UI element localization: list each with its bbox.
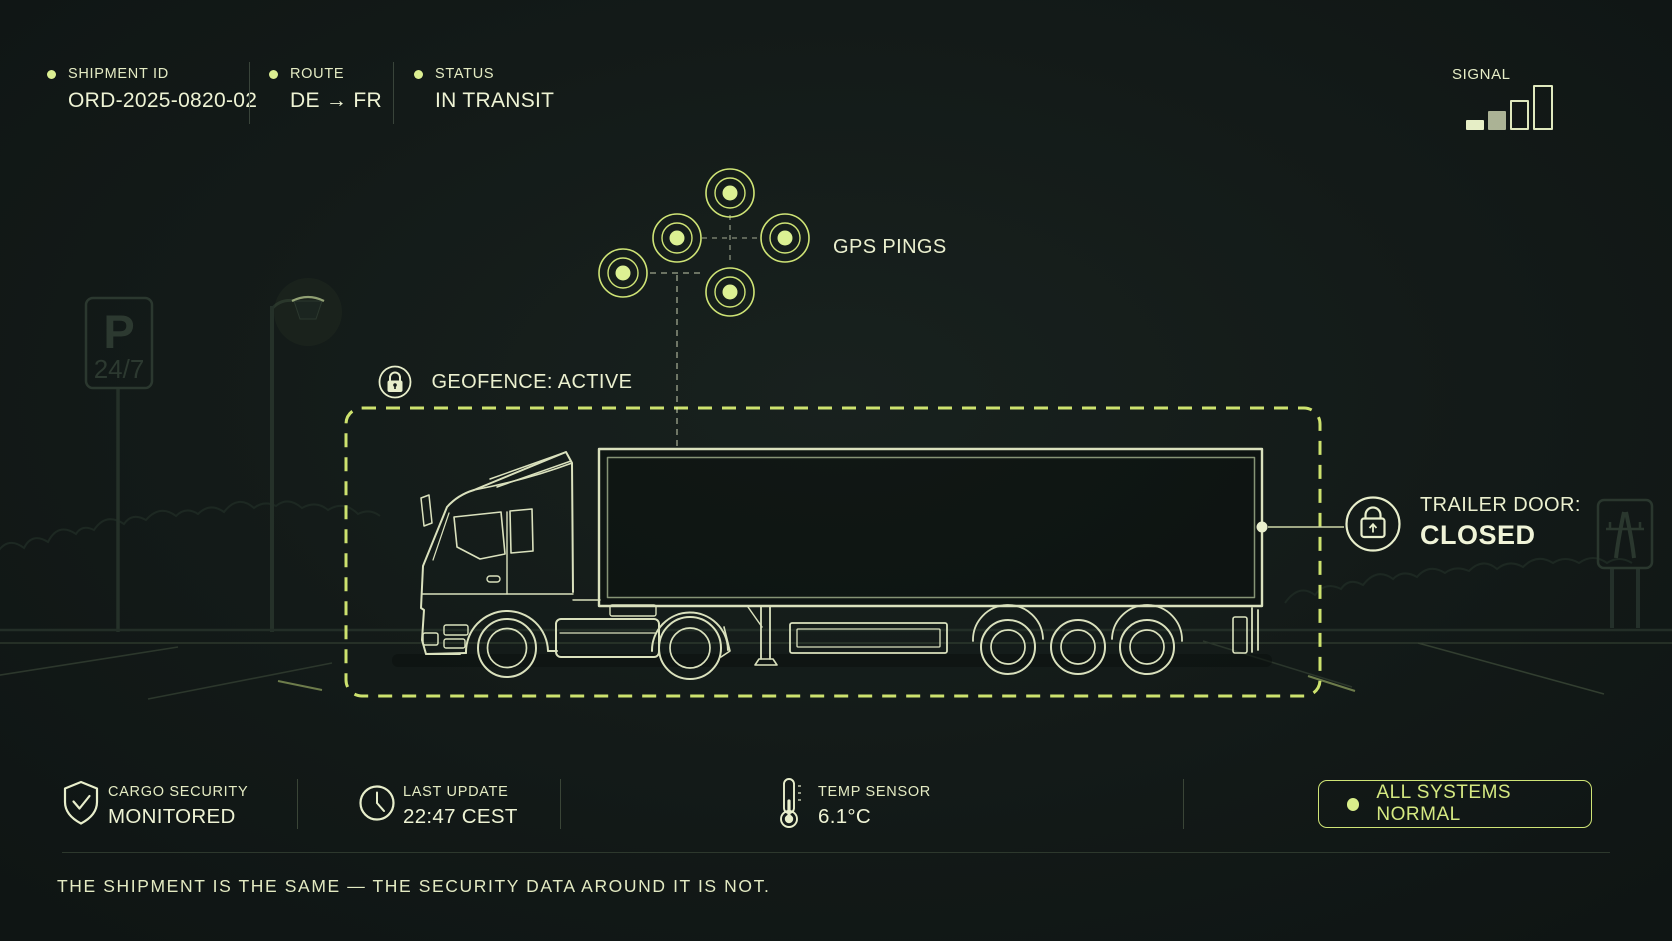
signal-label: SIGNAL	[1452, 66, 1511, 83]
route-label: ROUTE	[290, 66, 345, 82]
footer-divider	[560, 779, 561, 829]
cargo-security-stat: CARGO SECURITY MONITORED	[108, 784, 248, 829]
parking-sign-letter: P	[103, 305, 134, 358]
shield-check-icon	[63, 780, 99, 825]
clock-icon	[359, 785, 395, 821]
shipment-id-stat: SHIPMENT ID ORD-2025-0820-02	[47, 66, 257, 113]
signal-bar-icon	[1488, 111, 1506, 130]
street-lamp	[269, 295, 325, 632]
temp-sensor-value: 6.1°C	[818, 805, 872, 828]
temp-sensor-label: TEMP SENSOR	[818, 784, 931, 800]
truck-illustration	[420, 447, 1264, 680]
trailer-door-status: TRAILER DOOR: CLOSED	[1420, 494, 1581, 551]
shipment-id-value: ORD-2025-0820-02	[68, 89, 258, 112]
ground-markings	[0, 628, 1672, 700]
temp-sensor-stat: TEMP SENSOR 6.1°C	[818, 784, 931, 829]
status-dot-icon	[269, 69, 278, 79]
signal-bar-icon	[1510, 100, 1529, 130]
last-update-label: LAST UPDATE	[403, 784, 509, 800]
shipment-id-label: SHIPMENT ID	[68, 66, 169, 82]
gps-connector-line	[650, 272, 704, 448]
status-dot-icon	[47, 69, 56, 79]
gps-crosshair-icon	[702, 215, 758, 262]
last-update-stat: LAST UPDATE 22:47 CEST	[403, 784, 518, 829]
caption-text: THE SHIPMENT IS THE SAME — THE SECURITY …	[57, 876, 771, 896]
treeline-right	[1284, 557, 1633, 604]
gps-ping-cluster	[598, 168, 810, 448]
lock-icon	[378, 365, 412, 399]
status-dot-icon	[414, 69, 423, 79]
highway-sign	[1596, 498, 1654, 628]
route-value: DE → FR	[290, 89, 382, 112]
thermometer-icon	[780, 778, 801, 828]
background-props: P 24/7	[0, 295, 1672, 700]
signal-bar-icon	[1533, 85, 1553, 130]
geofence-label: GEOFENCE: ACTIVE	[431, 370, 633, 393]
cargo-security-value: MONITORED	[108, 805, 236, 828]
trailer-door-value: CLOSED	[1420, 520, 1536, 550]
geofence-status: GEOFENCE: ACTIVE	[378, 365, 632, 399]
cargo-security-label: CARGO SECURITY	[108, 784, 249, 800]
footer-rule	[62, 852, 1610, 853]
status-dot-icon	[1347, 797, 1360, 811]
header-divider	[249, 62, 250, 124]
padlock-icon	[1345, 496, 1401, 552]
signal-strength-icon	[1466, 84, 1553, 130]
trailer-door-marker	[1256, 521, 1344, 533]
status-stat: STATUS IN TRANSIT	[414, 66, 554, 113]
status-badge: ALL SYSTEMS NORMAL	[1318, 780, 1592, 828]
header-divider	[393, 62, 394, 124]
footer-divider	[1183, 779, 1184, 829]
status-badge-label: ALL SYSTEMS NORMAL	[1376, 782, 1512, 825]
treeline-left	[0, 500, 381, 551]
parking-sign-hours: 24/7	[94, 354, 145, 384]
gps-ping-icon	[598, 168, 810, 317]
footer-divider	[297, 779, 298, 829]
last-update-value: 22:47 CEST	[403, 805, 518, 828]
signal-bar-icon	[1466, 120, 1484, 130]
trailer-door-label: TRAILER DOOR:	[1420, 494, 1581, 516]
gps-pings-label: GPS PINGS	[833, 236, 947, 258]
status-label: STATUS	[435, 66, 495, 82]
status-value: IN TRANSIT	[435, 89, 555, 112]
parking-sign: P 24/7	[84, 296, 154, 632]
route-stat: ROUTE DE → FR	[269, 66, 382, 113]
